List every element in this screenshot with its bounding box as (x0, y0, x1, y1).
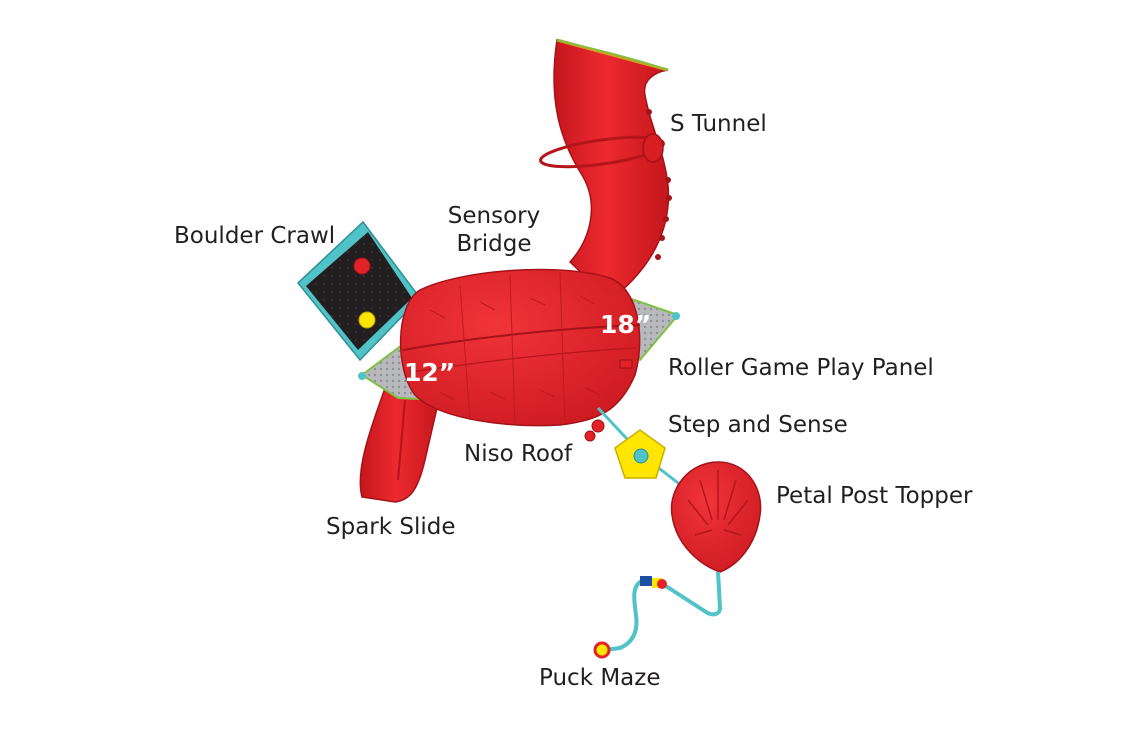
label-s-tunnel: S Tunnel (670, 110, 767, 138)
label-puck-maze: Puck Maze (539, 664, 660, 692)
roller-game-play-panel (620, 360, 632, 368)
step-and-sense (615, 430, 665, 478)
petal-post-topper (672, 462, 761, 572)
label-petal-post-topper: Petal Post Topper (776, 482, 972, 510)
niso-roof (585, 420, 604, 441)
label-roller-game-play-panel: Roller Game Play Panel (668, 354, 934, 382)
s-tunnel (539, 40, 672, 300)
label-sensory-bridge-line1: Sensory (440, 202, 548, 230)
dimension-left-deck: 12” (404, 358, 455, 387)
label-step-and-sense: Step and Sense (668, 411, 848, 439)
sensory-bridge (401, 269, 640, 425)
label-boulder-crawl: Boulder Crawl (174, 222, 335, 250)
puck-maze (595, 572, 720, 657)
label-sensory-bridge: Sensory Bridge (440, 202, 548, 258)
label-sensory-bridge-line2: Bridge (440, 230, 548, 258)
label-niso-roof: Niso Roof (464, 440, 572, 468)
label-spark-slide: Spark Slide (326, 513, 456, 541)
dimension-right-deck: 18” (600, 310, 651, 339)
